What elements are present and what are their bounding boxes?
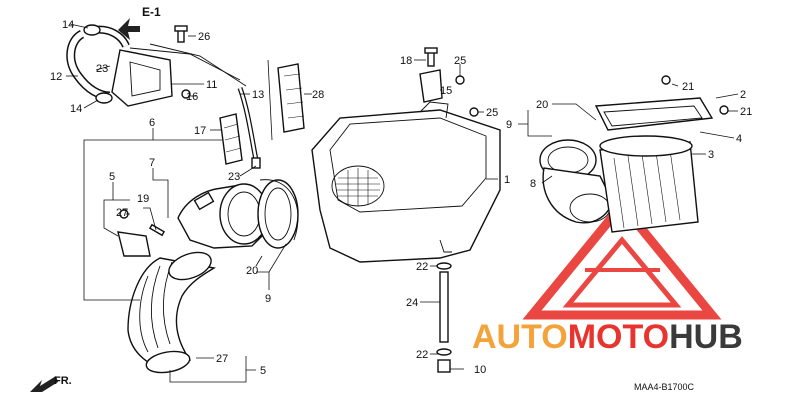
lower-hose — [127, 251, 216, 374]
bracket-15 — [419, 47, 479, 117]
callout-2: 2 — [740, 89, 746, 101]
direction-arrow-icon — [118, 18, 140, 40]
part-code: MAA4-B1700C — [634, 382, 695, 392]
callout-10: 10 — [474, 364, 486, 376]
callout-labels: 14 12 23 14 26 11 16 13 28 18 25 15 25 6… — [50, 19, 752, 377]
callout-15: 15 — [440, 85, 452, 97]
wordmark-part2: MOTO — [568, 318, 669, 356]
callout-11: 11 — [206, 79, 217, 91]
callout-3: 3 — [708, 149, 714, 161]
watermark-logo — [522, 197, 722, 320]
callout-23a: 23 — [96, 63, 108, 75]
callout-25b: 25 — [486, 107, 498, 119]
intake-duct — [177, 179, 299, 249]
intake-mesh — [336, 168, 380, 206]
callout-9b: 9 — [506, 119, 512, 131]
svg-text:AUTOMOTOHUB: AUTOMOTOHUB — [472, 318, 743, 356]
callout-12: 12 — [50, 71, 62, 83]
callout-13: 13 — [252, 89, 264, 101]
callout-22a: 22 — [416, 261, 428, 273]
callout-14a: 14 — [62, 19, 74, 31]
callout-16: 16 — [186, 91, 198, 103]
callout-4: 4 — [736, 133, 742, 145]
callout-5b: 5 — [260, 365, 266, 377]
front-label: FR. — [54, 375, 72, 387]
wordmark-part3: HUB — [669, 318, 743, 356]
leader-lines — [66, 23, 739, 383]
callout-20a: 20 — [246, 265, 258, 277]
callout-28: 28 — [312, 89, 324, 101]
callout-24: 24 — [406, 297, 418, 309]
callout-8: 8 — [530, 178, 536, 190]
callout-22b: 22 — [416, 349, 428, 361]
callout-20b: 20 — [536, 99, 548, 111]
wordmark-part1: AUTO — [472, 318, 568, 356]
callout-6: 6 — [149, 117, 155, 129]
callout-17: 17 — [194, 125, 206, 137]
callout-19: 19 — [137, 193, 149, 205]
callout-21b: 21 — [740, 106, 752, 118]
callout-14b: 14 — [70, 103, 82, 115]
rubber-strip-28 — [267, 59, 305, 141]
air-filter-element — [594, 75, 729, 233]
callout-25a: 25 — [454, 55, 466, 67]
callout-23b: 23 — [228, 171, 240, 183]
callout-27b: 27 — [216, 353, 228, 365]
direction-label: E-1 — [142, 5, 161, 19]
callout-5a: 5 — [109, 171, 115, 183]
callout-26: 26 — [198, 31, 210, 43]
drain-bolt-24 — [436, 262, 452, 373]
front-arrow-icon — [30, 376, 58, 392]
watermark-wordmark: AUTOMOTOHUB — [472, 318, 743, 356]
callout-9a: 9 — [265, 293, 271, 305]
plate-17 — [219, 113, 243, 165]
callout-27a: 27 — [116, 207, 128, 219]
air-cleaner-case — [311, 101, 501, 263]
callout-7: 7 — [149, 157, 155, 169]
callout-21a: 21 — [682, 81, 694, 93]
callout-18: 18 — [400, 55, 412, 67]
callout-1: 1 — [504, 174, 510, 186]
